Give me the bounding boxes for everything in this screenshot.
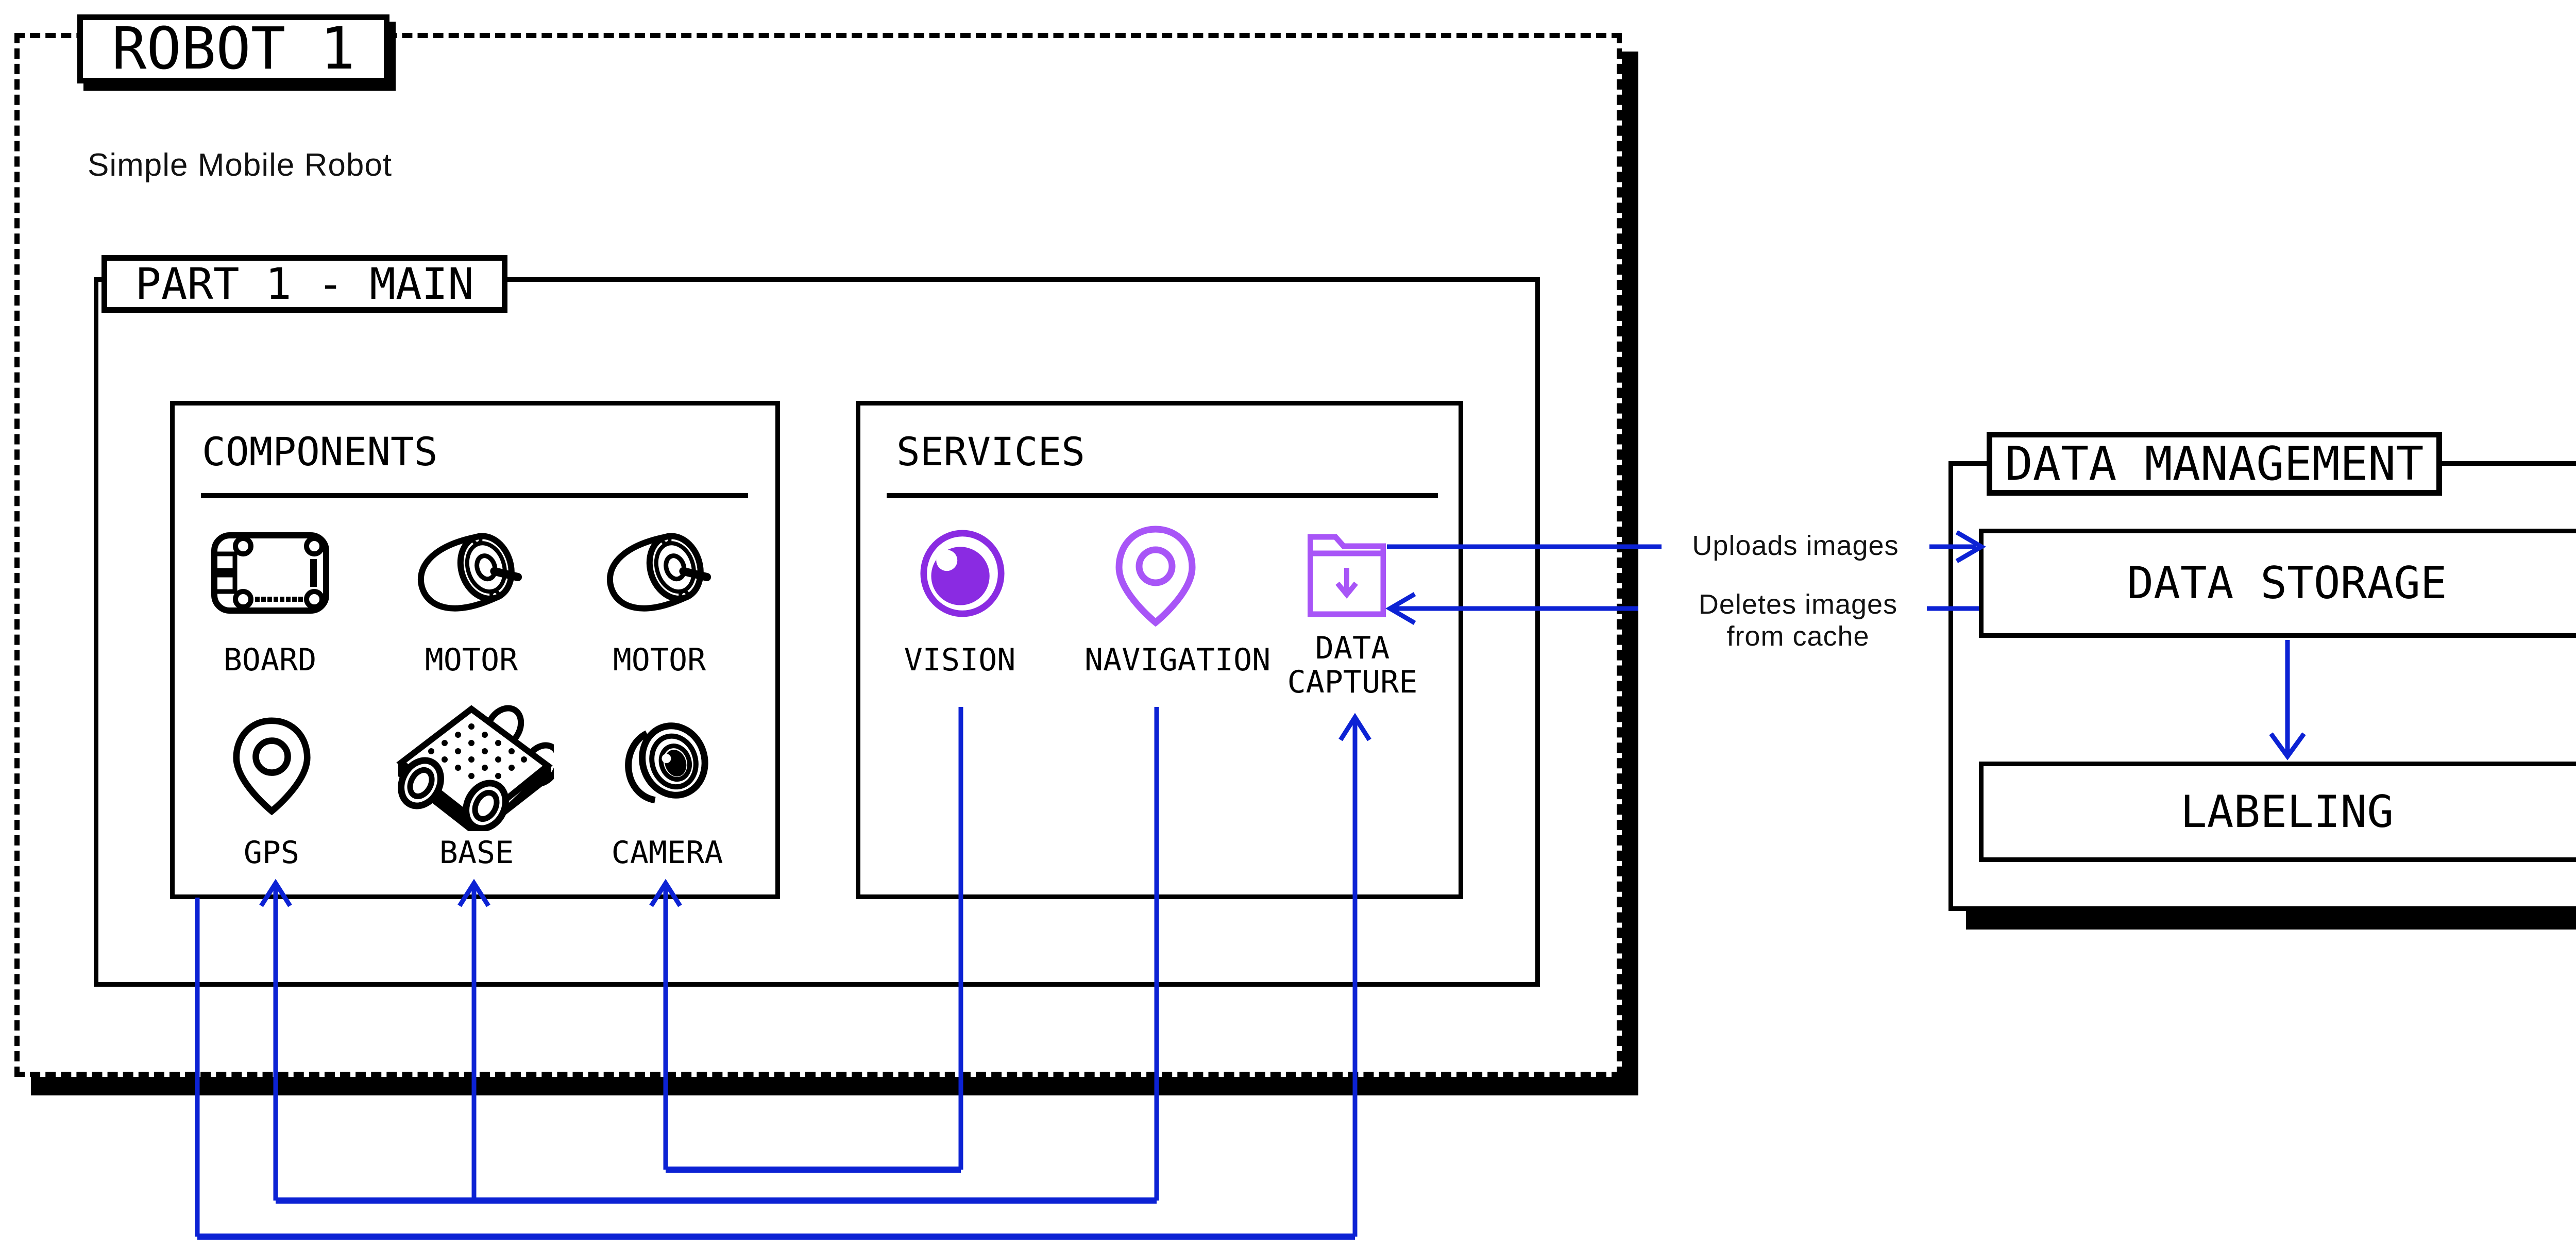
part-1-main-frame <box>94 277 1540 987</box>
components-title: COMPONENTS <box>202 429 438 475</box>
motor-icon <box>417 533 522 612</box>
labeling-node: LABELING <box>1979 762 2576 862</box>
component-label-camera: CAMERA <box>611 835 723 871</box>
component-label-base: BASE <box>439 835 514 871</box>
service-label-vision: VISION <box>904 642 1016 678</box>
data-management-title-box: DATA MANAGEMENT <box>1987 432 2442 496</box>
data-storage-node: DATA STORAGE <box>1979 529 2576 638</box>
data-storage-label: DATA STORAGE <box>2127 558 2447 609</box>
component-label-motor-2: MOTOR <box>613 642 706 678</box>
uploads-images-label: Uploads images <box>1692 530 1899 561</box>
motor-icon <box>606 533 711 612</box>
data-management-title: DATA MANAGEMENT <box>2005 436 2424 491</box>
component-label-gps: GPS <box>243 835 300 871</box>
vision-eye-icon <box>920 530 1005 617</box>
service-label-navigation: NAVIGATION <box>1084 642 1271 678</box>
data-capture-folder-icon <box>1308 534 1386 617</box>
component-label-board: BOARD <box>223 642 317 678</box>
base-icon <box>396 705 554 831</box>
board-icon <box>211 532 329 614</box>
part-title-box: PART 1 - MAIN <box>101 255 507 313</box>
deletes-images-label: Deletes images from cache <box>1698 589 1898 652</box>
service-label-data-capture: DATA CAPTURE <box>1287 630 1418 700</box>
gps-pin-icon <box>233 717 311 815</box>
robot-subtitle: Simple Mobile Robot <box>88 147 393 183</box>
services-divider <box>887 493 1438 498</box>
robot-title: ROBOT 1 <box>111 15 355 82</box>
component-label-motor-1: MOTOR <box>425 642 518 678</box>
camera-lens-icon <box>625 722 708 804</box>
components-divider <box>201 493 748 498</box>
services-frame <box>856 401 1463 899</box>
part-title: PART 1 - MAIN <box>135 259 474 309</box>
labeling-label: LABELING <box>2180 786 2394 838</box>
navigation-pin-icon <box>1115 526 1196 627</box>
services-title: SERVICES <box>896 429 1086 475</box>
robot-title-box: ROBOT 1 <box>77 14 389 83</box>
